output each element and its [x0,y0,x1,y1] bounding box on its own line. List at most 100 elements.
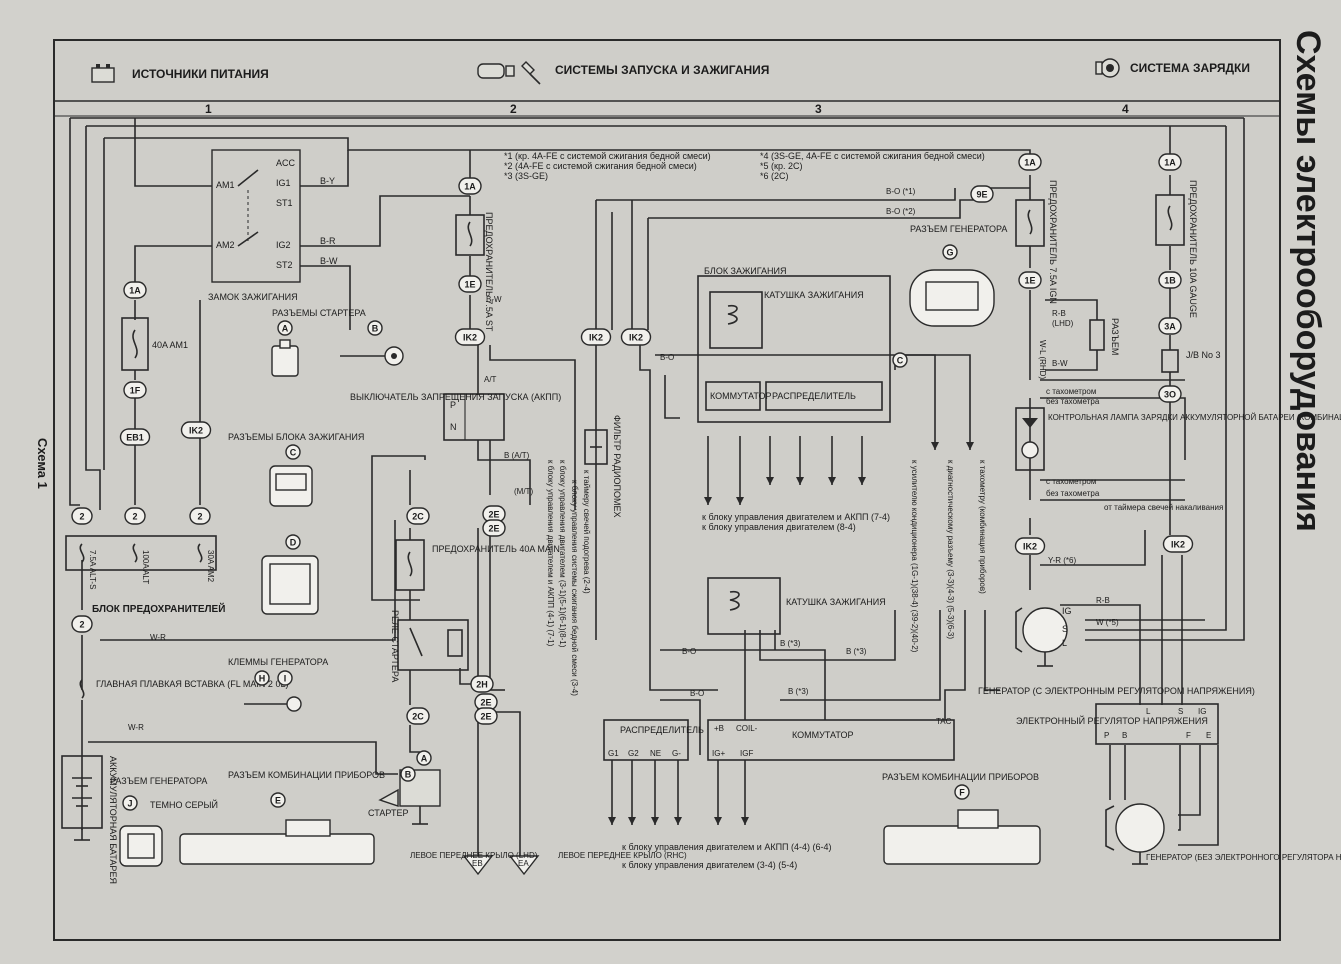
wire-label-mt: (M/T) [514,487,533,496]
connector-bubble-c2_f2: 2 [124,507,146,525]
fuse-40a-main [395,539,425,591]
ignition-coil-lower-label: КАТУШКА ЗАЖИГАНИЯ [786,597,886,607]
ignition-coil-upper-label: КАТУШКА ЗАЖИГАНИЯ [764,290,864,300]
connector-ref-12: B [400,766,416,782]
connector-bubble-c2_f1: 2 [71,507,93,525]
wire-label-wl-rhd: W-L (RHD) [1038,340,1047,379]
connector-bubble-c1E_b: 1E [1018,271,1042,289]
fuse-gauge [1155,194,1185,246]
connector-ref-2: C [285,444,301,460]
connector-bubble-c2C_b: 2C [406,707,430,725]
without-tacho-1: без тахометра [1046,397,1100,406]
wire-label-wr: W-R [150,633,166,642]
with-tacho-2: с тахометром [1046,477,1096,486]
wire-label-rb: R-B [1096,596,1110,605]
svg-text:A: A [282,324,289,334]
reg-p: P [1104,731,1109,740]
reg-f: F [1186,731,1191,740]
fuse-40a-main-label: ПРЕДОХРАНИТЕЛЬ 40A MAIN [432,544,560,554]
svg-text:C: C [290,448,297,458]
svg-text:2E: 2E [480,698,491,708]
wire-label-bw-lhd: B-W [1052,359,1068,368]
alternator-icon [1095,58,1120,78]
connector-ref-9: C [892,352,908,368]
distributor-label: РАСПРЕДЕЛИТЕЛЬ [772,391,856,401]
fuse-st-label: ПРЕДОХРАНИТЕЛЬ 7.5A ST [484,212,494,332]
connector-bubble-c2_f3: 2 [189,507,211,525]
note-4: *4 (3S-GE, 4A-FE с системой сжигания бед… [760,151,985,161]
distributor-lower-label: РАСПРЕДЕЛИТЕЛЬ [620,725,704,735]
gen-l-term: L [1062,638,1067,648]
connector-bubble-c2_f4: 2 [71,615,93,633]
svg-text:1A: 1A [464,182,476,192]
fuse-ign-label: ПРЕДОХРАНИТЕЛЬ 7.5A IGN [1048,180,1058,304]
wire-label-wr-2: W-R [128,723,144,732]
term-st2: ST2 [276,260,293,270]
connector-bubble-c9E: 9E [970,185,994,203]
connector-ref-4: H [254,670,270,686]
wire-b-w: B-W [320,256,338,266]
connector-bubble-c1K2_r: IK2 [1014,537,1046,555]
gen-connector-top-label: РАЗЪЕМ ГЕНЕРАТОРА [910,224,1007,234]
spark-plug-icon [521,61,541,85]
radio-filter-label: ФИЛЬТР РАДИОПОМЕХ [612,415,622,517]
svg-text:IK2: IK2 [189,426,203,436]
inhibitor-switch-label: ВЫКЛЮЧАТЕЛЬ ЗАПРЕЩЕНИЯ ЗАПУСКА (АКПП) [350,392,561,402]
diagram-frame [53,39,1281,941]
connector-bubble-c1A_left: 1A [123,281,147,299]
to-ecu-top: к блоку управления двигателем и АКПП (7-… [702,512,890,522]
connector-bubble-c1A_r: 1A [1018,153,1042,171]
column-4: 4 [1122,102,1129,116]
connector-bubble-c1K2_c: IK2 [620,328,652,346]
fuse-alt-s-label: 7.5A ALT-S [88,550,97,589]
term-acc: ACC [276,158,296,168]
reg-s: S [1178,707,1183,716]
wires [69,117,1245,860]
wire-label-rb-lhd: R-B [1052,309,1066,318]
ground-eb [462,855,494,876]
svg-text:2C: 2C [412,712,424,722]
svg-text:2C: 2C [412,512,424,522]
svg-text:9E: 9E [976,190,987,200]
svg-text:3A: 3A [1164,322,1176,332]
connector-bubble-c2E_6b: 2E [474,707,498,725]
note-1: *1 (кр. 4A-FE с системой сжигания бедной… [504,151,711,161]
ground-ea-label: EA [518,859,529,868]
radio-filter [584,429,608,465]
commutator-box [705,381,761,411]
instr-connector-right [883,825,1041,865]
comm-igp: IG+ [712,749,725,758]
ignition-contact-1 [237,169,259,187]
connector-ref-3: D [285,534,301,550]
connector-label: РАЗЪЕМ [1110,318,1120,355]
inhibitor-n: N [450,422,457,432]
column-3: 3 [815,102,822,116]
scheme-side-label: Схема 1 [35,438,50,489]
charge-lamp [1015,407,1045,471]
fuse-ign [1015,199,1045,247]
connector-ref-7: J [122,795,138,811]
svg-text:1B: 1B [1164,276,1176,286]
wire-b-r: B-R [320,236,336,246]
connector-bubble-c1E_a: 1E [458,275,482,293]
to-ecu-bottom: к блоку управления двигателем и АКПП (4-… [622,842,832,852]
ignition-block-label: БЛОК ЗАЖИГАНИЯ [704,266,787,276]
to-diag: к диагностическому разъему (3-3)(4-3) (5… [946,460,955,639]
charge-lamp-label: КОНТРОЛЬНАЯ ЛАМПА ЗАРЯДКИ АККУМУЛЯТОРНОЙ… [1048,413,1341,422]
connector-ref-0: A [277,320,293,336]
ignition-lock-label: ЗАМОК ЗАЖИГАНИЯ [208,292,298,302]
svg-text:1A: 1A [1164,158,1176,168]
connector-bubble-c1F: 1F [123,381,147,399]
commutator-lower [707,719,955,761]
left-fender-rhd: ЛЕВОЕ ПЕРЕДНЕЕ КРЫЛО (RHC) [558,851,687,860]
distributor-lower [603,719,689,761]
svg-text:2: 2 [79,512,84,522]
svg-text:C: C [897,356,904,366]
gen-terminal-i [286,696,302,712]
to-ecu-bottom2: к блоку управления двигателем (3-4) (5-4… [622,860,797,870]
fuse-am1-element [132,329,138,359]
connector-bubble-c2H: 2H [470,675,494,693]
dist-ne: NE [650,749,661,758]
generator-with-regulator [1022,607,1068,653]
